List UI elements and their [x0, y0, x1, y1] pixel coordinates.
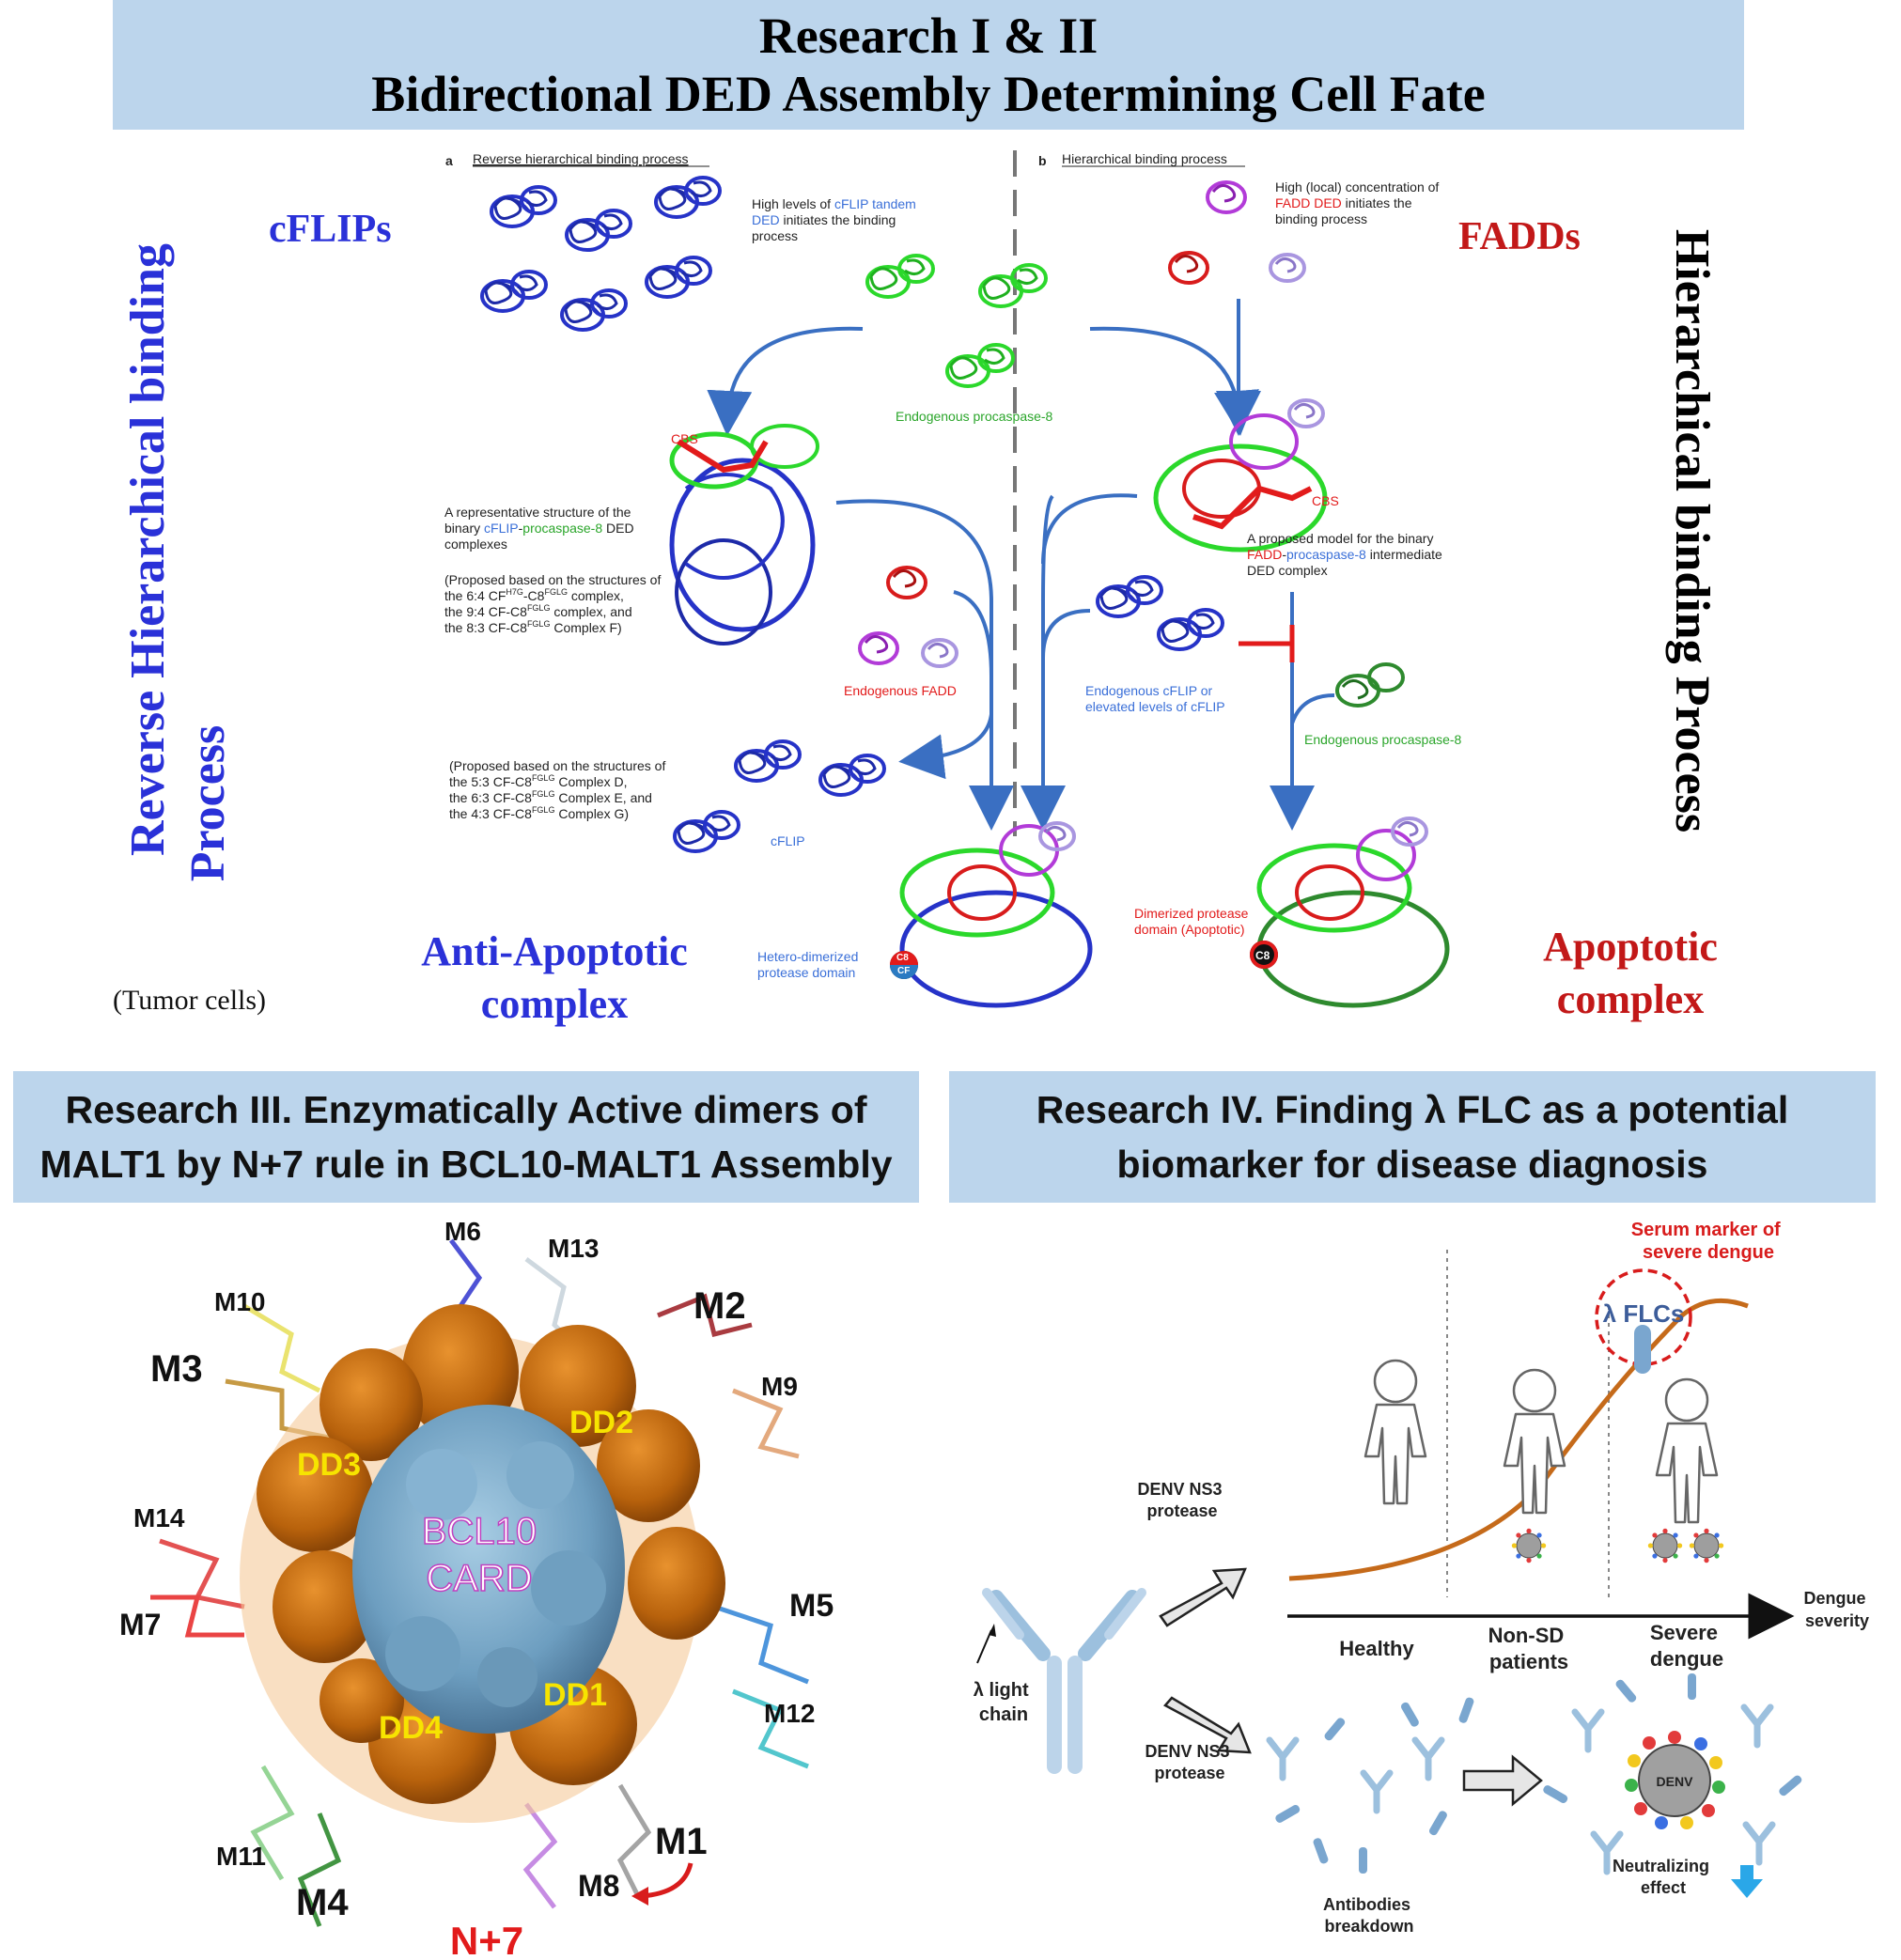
cflip-mid: [1096, 575, 1224, 651]
research-3-title-line2: MALT1 by N+7 rule in BCL10-MALT1 Assembl…: [39, 1143, 893, 1186]
neutralizing-effect-label: Neutralizing effect: [1613, 1857, 1714, 1897]
rep-structure-text: A representative structure of the binary…: [444, 505, 637, 552]
cf-badge-left: CF: [897, 966, 910, 976]
panel-b-title: Hierarchical binding process: [1062, 151, 1227, 166]
m13-label: M13: [548, 1234, 599, 1263]
endogenous-fadd-label: Endogenous FADD: [844, 683, 957, 698]
serum-marker-label: Serum marker of severe dengue: [1631, 1220, 1786, 1263]
fadd-procasp8-complex: [1153, 398, 1328, 552]
m10-label: M10: [214, 1287, 265, 1316]
procasp8-right-mid: [1335, 662, 1405, 708]
m7-label: M7: [119, 1608, 161, 1641]
lambda-flc-diagram: λ FLCs Serum marker of severe dengue Hea…: [974, 1220, 1870, 1936]
cbs-left: CBS: [671, 431, 698, 446]
m14-label: M14: [133, 1503, 185, 1532]
cflips-label: cFLIPs: [269, 208, 392, 251]
fadd-mid: [858, 566, 958, 668]
malt1-assembly-diagram: BCL10 CARD DD1 DD2 DD3 DD4 M6 M13 M2 M10…: [119, 1217, 834, 1960]
hetero-dimerized-label: Hetero-dimerized protease domain: [757, 949, 862, 980]
m3-label: M3: [150, 1348, 203, 1390]
fadd-note: High (local) concentration of FADD DED i…: [1275, 179, 1442, 226]
denv-neutralization: [1541, 1673, 1803, 1872]
antibody-y: [982, 1588, 1146, 1774]
proposed-structures-1: (Proposed based on the structures of the…: [444, 572, 664, 635]
m5-label: M5: [789, 1588, 834, 1624]
denv-virus-label: DENV: [1657, 1774, 1694, 1789]
proposed-model-text: A proposed model for the binary FADD-pro…: [1247, 531, 1446, 578]
healthy-label: Healthy: [1339, 1637, 1414, 1660]
panel-b-letter: b: [1038, 153, 1047, 168]
m9-label: M9: [761, 1372, 798, 1401]
cbs-right: CBS: [1312, 493, 1339, 508]
research-4-banner: Research IV. Finding λ FLC as a potentia…: [949, 1071, 1876, 1203]
cflip-cluster-top: [480, 176, 722, 332]
fadds-label: FADDs: [1458, 215, 1581, 258]
m8-label: M8: [578, 1869, 619, 1903]
nonsd-label: Non-SD patients: [1488, 1624, 1570, 1673]
dd4-label: DD4: [379, 1710, 443, 1746]
research-1-2-title-line1: Research I & II: [758, 8, 1099, 64]
panel-a-title: Reverse hierarchical binding process: [473, 151, 689, 166]
dd2-label: DD2: [569, 1405, 633, 1440]
m1-label: M1: [655, 1821, 708, 1862]
cflip-note: High levels of cFLIP tandem DED initiate…: [752, 196, 920, 243]
denv-ns3-bottom-label: DENV NS3 protease: [1145, 1742, 1234, 1782]
dengue-severity-label: Dengue severity: [1803, 1589, 1870, 1630]
research-3-banner: Research III. Enzymatically Active dimer…: [13, 1071, 919, 1203]
denv-ns3-top-label: DENV NS3 protease: [1137, 1480, 1226, 1520]
lambda-flcs-label: λ FLCs: [1603, 1299, 1685, 1328]
research-3-title-line1: Research III. Enzymatically Active dimer…: [65, 1088, 867, 1131]
ded-assembly-diagram: a Reverse hierarchical binding process b…: [444, 150, 1462, 1008]
c8-badge-left: C8: [896, 953, 909, 963]
endogenous-cflip-label: Endogenous cFLIP or elevated levels of c…: [1085, 683, 1225, 714]
dd1-label: DD1: [543, 1677, 607, 1713]
m6-label: M6: [444, 1217, 481, 1246]
antibodies-breakdown-label: Antibodies breakdown: [1323, 1895, 1415, 1936]
card-label: CARD: [426, 1558, 532, 1599]
research-1-2-title-line2: Bidirectional DED Assembly Determining C…: [371, 66, 1486, 122]
proposed-structures-2: (Proposed based on the structures of the…: [449, 758, 669, 821]
m12-label: M12: [764, 1699, 815, 1728]
bcl10-label: BCL10: [422, 1511, 537, 1552]
procaspase8-top: [865, 254, 1048, 388]
endogenous-procasp8-label: Endogenous procaspase-8: [896, 409, 1053, 424]
anti-apoptotic-label: Anti-Apoptotic complex: [421, 928, 688, 1027]
m2-label: M2: [693, 1285, 746, 1327]
bcl10-card-core: [352, 1405, 625, 1734]
tumor-cells-label: (Tumor cells): [113, 985, 267, 1016]
c8-badge-right: C8: [1255, 949, 1270, 962]
m11-label: M11: [216, 1842, 266, 1871]
cflip-small-label: cFLIP: [771, 833, 805, 848]
research-4-title-line2: biomarker for disease diagnosis: [1116, 1143, 1708, 1186]
down-arrow-icon: [1731, 1865, 1763, 1898]
endogenous-procasp8-b-label: Endogenous procaspase-8: [1304, 732, 1462, 747]
dimerized-label: Dimerized protease domain (Apoptotic): [1134, 906, 1252, 937]
n-plus-7-label: N+7: [450, 1919, 523, 1960]
anti-apoptotic-structure: [890, 821, 1093, 1008]
antibody-fragments: [1270, 1696, 1475, 1874]
research-4-title-line1: Research IV. Finding λ FLC as a potentia…: [1036, 1088, 1789, 1131]
light-chain-label: λ light chain: [974, 1680, 1034, 1725]
dd3-label: DD3: [297, 1447, 361, 1483]
panel-a-letter: a: [445, 153, 453, 168]
research-1-2-banner: Research I & II Bidirectional DED Assemb…: [113, 0, 1744, 130]
severe-dengue-label: Severe dengue: [1650, 1621, 1723, 1671]
apoptotic-structure: [1250, 817, 1450, 1008]
apoptotic-label: Apoptotic complex: [1543, 924, 1718, 1022]
cflip-procasp8-complex: [669, 424, 819, 646]
m4-label: M4: [296, 1882, 349, 1923]
